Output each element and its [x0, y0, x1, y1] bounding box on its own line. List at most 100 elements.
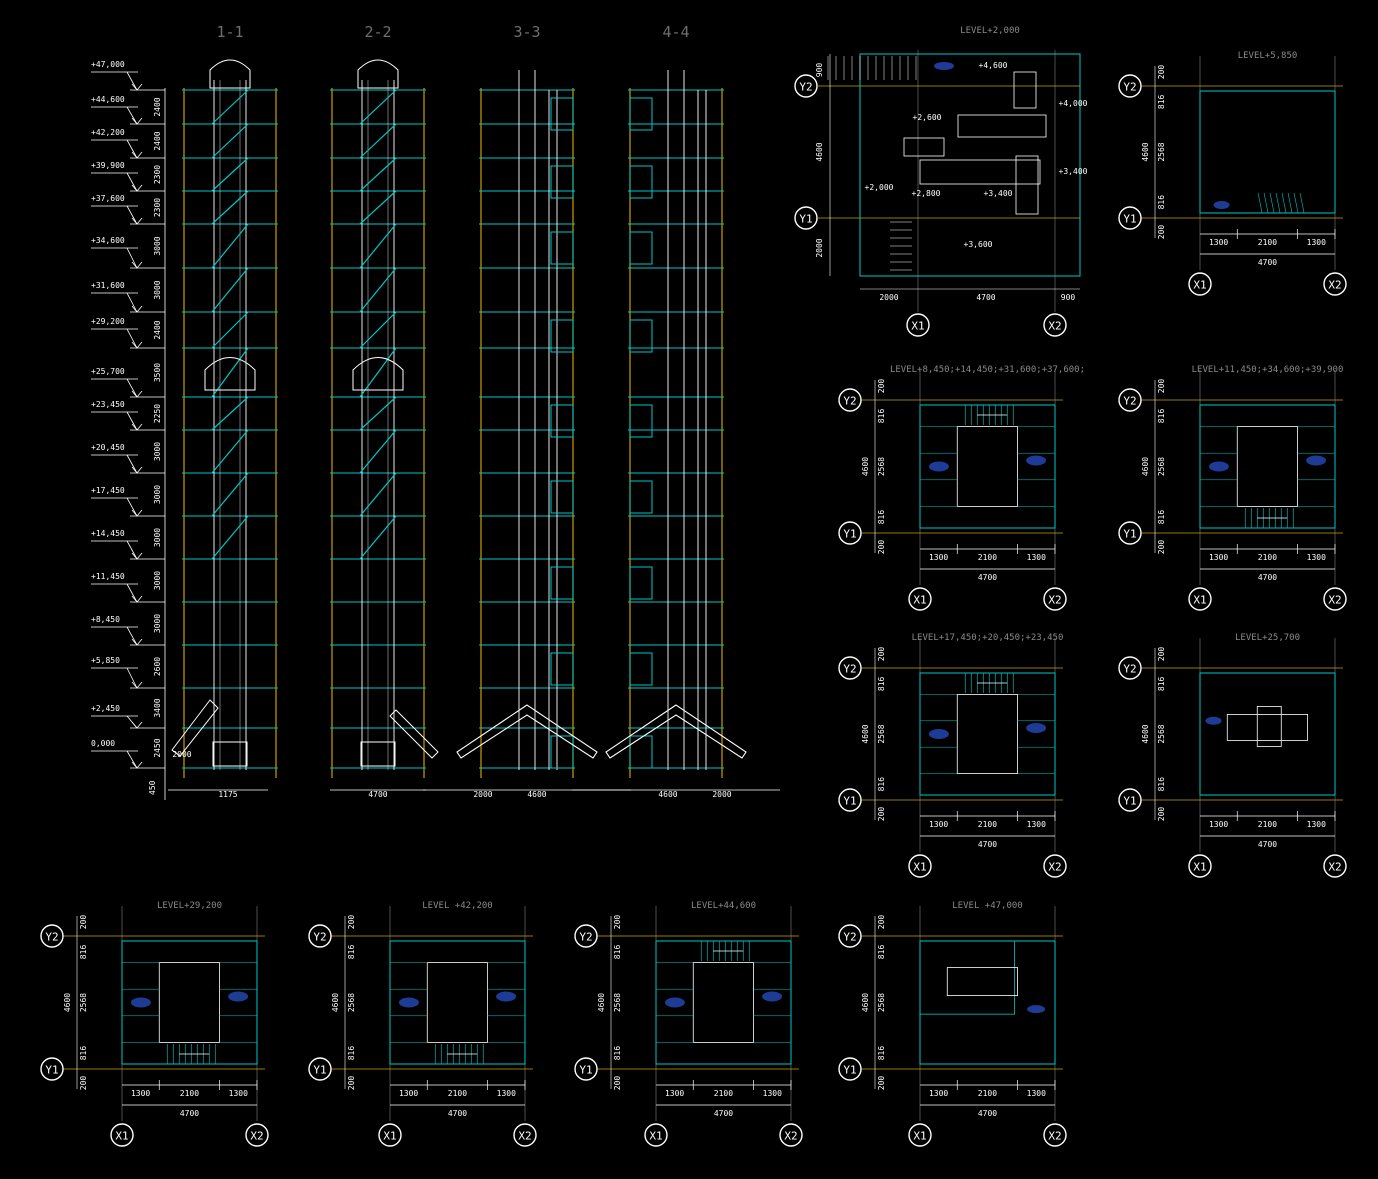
span-dimension: 900 [1061, 293, 1076, 302]
floor-plan: LEVEL+8,450;+14,450;+31,600;+37,600;Y2Y1… [838, 365, 1085, 611]
elevation-leader-diag [126, 497, 138, 517]
floor-marker [1205, 716, 1222, 725]
grid-bubble-circle [1188, 854, 1212, 878]
stair-flight [211, 89, 249, 125]
grid-bubble-label: Y1 [799, 213, 812, 226]
grid-bubble-label: X2 [250, 1130, 263, 1143]
span-dimension: 1300 [1027, 820, 1046, 829]
grid-bubble-x2: X2 [1043, 313, 1067, 337]
stair-flight [359, 223, 397, 269]
grid-bubble-y1: Y1 [40, 1057, 64, 1081]
grid-bubble-circle [574, 924, 598, 948]
elevation-leader-diag [126, 750, 138, 769]
plan-title: LEVEL+17,450;+20,450;+23,450 [912, 633, 1064, 643]
floor-marker [928, 729, 949, 739]
grid-bubble-label: X2 [1048, 1130, 1061, 1143]
side-dimension: 2568 [79, 993, 88, 1012]
grid-bubble-circle [1043, 313, 1067, 337]
section-title: 2-2 [364, 23, 391, 41]
equipment [1013, 71, 1037, 109]
stair-landing [550, 231, 574, 265]
elevation-label: +34,600 [91, 236, 125, 245]
head-pulley [357, 59, 399, 89]
elevation-arrow [131, 184, 143, 192]
stair-landing [629, 480, 653, 514]
grid-bubble-y2: Y2 [838, 924, 862, 948]
side-dimension: 200 [1157, 379, 1166, 394]
shaft-opening [1236, 426, 1299, 507]
stair-flight [359, 347, 397, 398]
grid-bubble-y2: Y2 [838, 656, 862, 680]
grid-bubble-label: X2 [1048, 594, 1061, 607]
side-dimension: 2568 [1157, 142, 1166, 161]
elevation-label: +5,850 [91, 656, 120, 665]
grid-bubble-y2: Y2 [1118, 74, 1142, 98]
grid-bubble-label: X1 [115, 1130, 128, 1143]
span-dimension: 1300 [929, 820, 948, 829]
elevation-label: +14,450 [91, 529, 125, 538]
stair-landing [629, 652, 653, 686]
span-dimension: 1300 [1209, 553, 1228, 562]
grid-bubble-x1: X1 [1188, 854, 1212, 878]
elevation-arrow [131, 261, 143, 269]
floor-height-label: 3500 [153, 363, 162, 382]
elevation-arrow [131, 595, 143, 603]
elevation-arrow [131, 761, 143, 769]
stair-tread [1269, 192, 1275, 214]
stair-flight [359, 267, 397, 313]
stair-flight [211, 157, 249, 192]
grid-bubble-label: X2 [1048, 320, 1061, 333]
grid-bubble-circle [838, 388, 862, 412]
floor-height-label: 2400 [153, 320, 162, 339]
stair-flight [211, 429, 249, 474]
grid-bubble-x2: X2 [1323, 272, 1347, 296]
side-dimension: 200 [1157, 807, 1166, 822]
grid-bubble-label: Y2 [799, 81, 812, 94]
side-dimension: 200 [877, 647, 886, 662]
grid-bubble-circle [1118, 788, 1142, 812]
span-dimension: 2100 [180, 1089, 199, 1098]
dimension-label: 2000 [712, 790, 731, 799]
elevation-leader-diag [126, 583, 138, 603]
total-width-dimension: 4700 [714, 1109, 733, 1118]
floor-height-label: 3000 [153, 485, 162, 504]
grid-bubble-circle [838, 788, 862, 812]
grid-bubble-circle [838, 521, 862, 545]
grid-bubble-y1: Y1 [1118, 521, 1142, 545]
distributor-chutes [456, 704, 598, 759]
stair-landing [629, 231, 653, 265]
stair-flight [211, 347, 249, 398]
grid-bubble-label: X2 [784, 1130, 797, 1143]
grid-bubble-y2: Y2 [838, 388, 862, 412]
floor-marker [1306, 455, 1327, 466]
side-dimension: 816 [347, 1046, 356, 1061]
plan-title: LEVEL+29,200 [157, 901, 222, 911]
stair-flight [211, 311, 249, 349]
span-dimension: 1300 [763, 1089, 782, 1098]
floor-marker [762, 991, 783, 1002]
side-dimension: 900 [815, 63, 824, 78]
floor-height-label: 2400 [153, 131, 162, 150]
grid-bubble-label: Y1 [1123, 213, 1136, 226]
equipment [957, 114, 1047, 138]
stair-flight [211, 123, 249, 159]
grid-bubble-label: X1 [913, 594, 926, 607]
span-dimension: 4700 [976, 293, 995, 302]
grid-bubble-circle [1188, 587, 1212, 611]
level-tag: +3,400 [984, 189, 1013, 198]
side-dimension: 200 [1157, 540, 1166, 555]
grid-bubble-y1: Y1 [838, 521, 862, 545]
stair-landing [629, 319, 653, 353]
dimension-label: 4600 [658, 790, 677, 799]
grid-bubble-label: X2 [1328, 861, 1341, 874]
plan-title: LEVEL+11,450;+34,600;+39,900 [1192, 365, 1344, 375]
floor-height-label: 3000 [153, 571, 162, 590]
stair-flight [211, 515, 249, 560]
span-dimension: 2100 [448, 1089, 467, 1098]
plan-outline [655, 940, 792, 1065]
grid-bubble-label: Y1 [843, 528, 856, 541]
total-depth-dimension: 4600 [861, 457, 870, 476]
